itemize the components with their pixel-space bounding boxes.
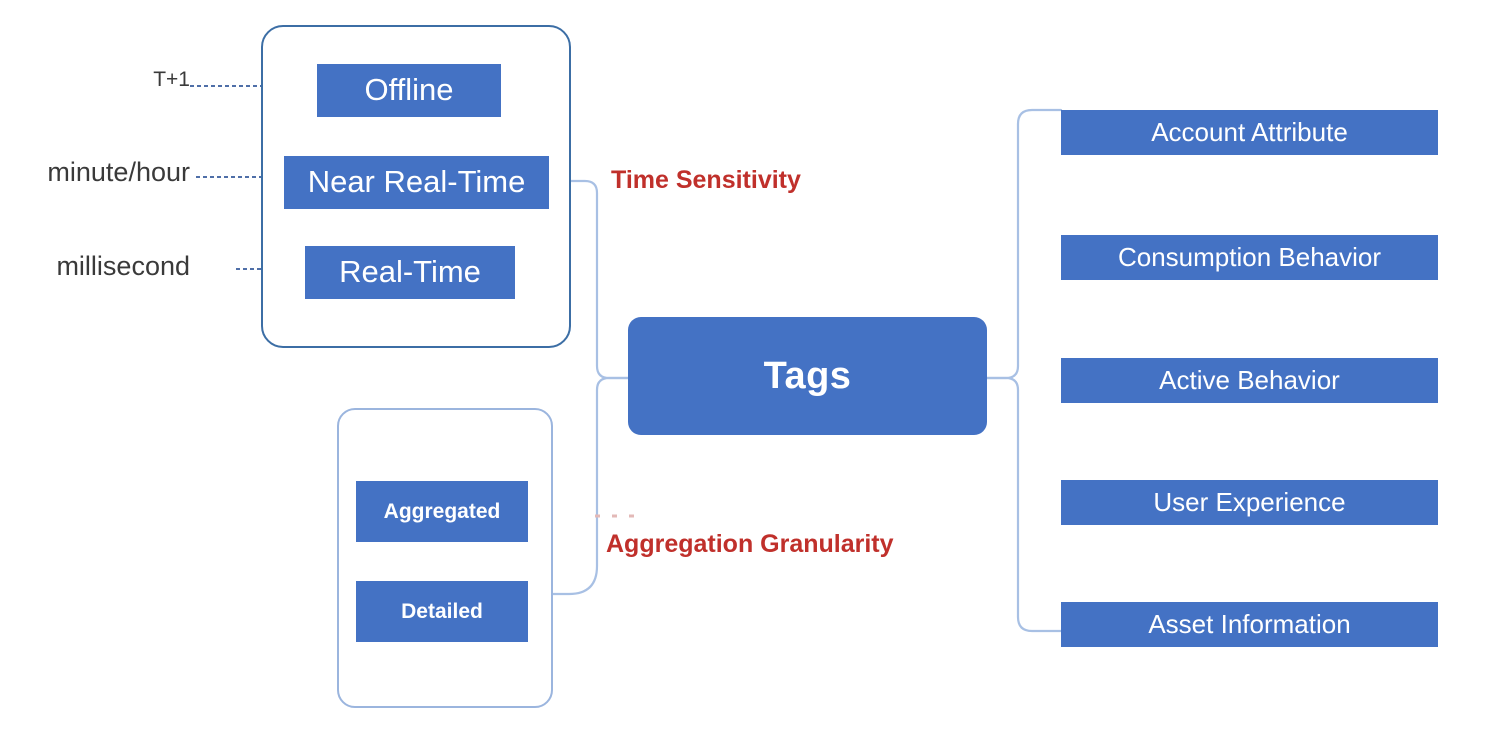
category-chip-consumption-behavior[interactable]: Consumption Behavior xyxy=(1061,235,1438,280)
aggregation-granularity-group-container xyxy=(337,408,553,708)
chip-aggregated[interactable]: Aggregated xyxy=(356,481,528,542)
chip-near-real-time[interactable]: Near Real-Time xyxy=(284,156,549,209)
right-bracket xyxy=(985,108,1063,633)
branch-caption-aggregation-granularity: Aggregation Granularity xyxy=(606,530,894,558)
category-chip-active-behavior[interactable]: Active Behavior xyxy=(1061,358,1438,403)
chip-detailed[interactable]: Detailed xyxy=(356,581,528,642)
latency-label-real-time: millisecond xyxy=(56,251,190,281)
category-chip-asset-information[interactable]: Asset Information xyxy=(1061,602,1438,647)
category-chip-user-experience[interactable]: User Experience xyxy=(1061,480,1438,525)
chip-offline[interactable]: Offline xyxy=(317,64,501,117)
chip-real-time[interactable]: Real-Time xyxy=(305,246,515,299)
latency-label-offline: T+1 xyxy=(153,68,190,91)
branch-caption-time-sensitivity: Time Sensitivity xyxy=(611,166,801,194)
latency-leader-lines xyxy=(190,85,262,270)
center-node-tags[interactable]: Tags xyxy=(628,317,987,435)
latency-label-near-real-time: minute/hour xyxy=(47,157,190,187)
category-chip-account-attribute[interactable]: Account Attribute xyxy=(1061,110,1438,155)
